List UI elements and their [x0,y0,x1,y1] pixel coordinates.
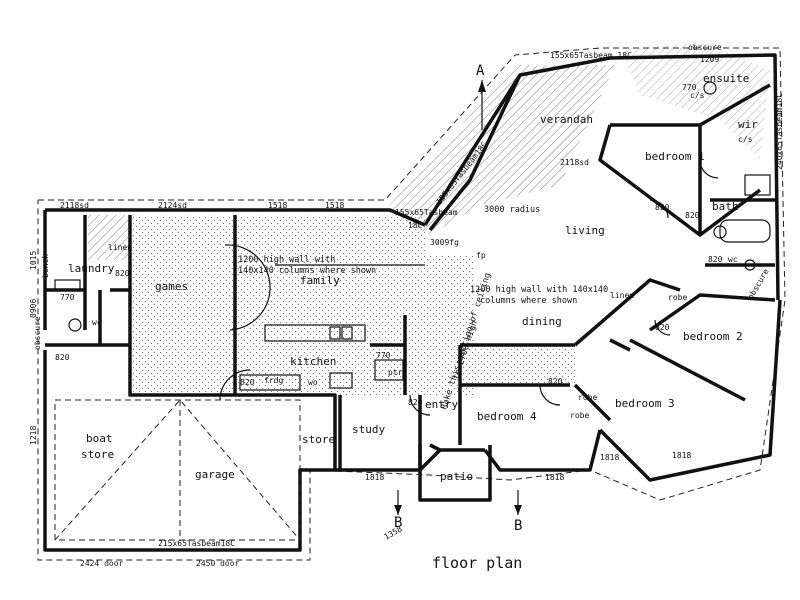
note-beam-right: 240x65Tasbeam18C [775,93,784,170]
dim-820-a: 820 [55,353,70,362]
dim-820-f: 820 [655,203,670,212]
label-cs-2: c/s [738,135,753,144]
dim-1818-d: 1818 [672,451,691,460]
room-bedroom-3: bedroom 3 [615,397,675,410]
note-beam-18c: 18C [408,221,423,230]
dim-770-b: 770 [376,351,391,360]
room-entry: entry [425,398,458,411]
dim-820-c: 820 [240,378,255,387]
room-bedroom-1: bedroom 1 [645,150,705,163]
floor-finish-zones [88,42,770,395]
room-patio: patio [440,470,473,483]
room-laundry: laundry [68,262,115,275]
label-fridge: frdg [264,376,283,385]
section-marker-b-left: B [394,515,402,531]
external-walls [43,53,782,552]
dim-2118sd-2: 2118sd [560,158,589,167]
label-fp: fp [476,251,486,260]
label-wc-2: wc [728,255,738,264]
dim-770-a: 770 [60,293,75,302]
note-wall-dining-1: 1200 high wall with 140x140 [470,285,608,295]
note-obscure-1: obscure [688,43,722,52]
room-bedroom-2: bedroom 2 [683,330,743,343]
label-robe-3: robe [570,411,589,420]
label-linen-2: linen [610,291,634,300]
room-wir: wir [738,118,758,131]
room-store: store [302,433,335,446]
dim-820-b: 820 [115,269,130,278]
room-ensuite: ensuite [703,72,749,85]
note-wall-dining-2: columns where shown [480,296,577,306]
label-wc: wc [92,318,102,327]
dim-820-i: 820 [685,211,700,220]
note-obscure-2: obscure [33,316,42,350]
door-swings [219,159,719,416]
dim-1818-a: 1818 [365,473,384,482]
section-marker-a: A [476,63,485,79]
section-markers: A B B [394,63,522,534]
note-obscure-3: obscure [746,267,771,301]
note-beam-top: 155x65Tasbeam 18C [550,51,632,60]
dim-1818-c: 1818 [600,453,619,462]
note-wall-family-1: 1200 high wall with [238,255,335,265]
label-robe-2: robe [578,393,597,402]
room-boat-store-line-2: store [81,448,114,461]
room-family: family [300,274,340,287]
dim-2450-door: 2450 door [196,559,240,568]
label-cs: c/s [690,91,705,100]
dim-2424-door: 2424 door [80,559,124,568]
note-radius: 3000 radius [484,205,540,215]
room-games: games [155,280,188,293]
fixtures [54,81,771,391]
drawing-title: floor plan [432,554,522,572]
label-pantry: ptry [388,368,407,377]
room-labels: verandah bedroom 1 ensuite wir bath livi… [41,72,758,483]
room-dining: dining [522,315,562,328]
dim-820-h: 820 [655,323,670,332]
note-wall-family-2: 140x140 columns where shown [238,266,376,276]
dim-2124sd: 2124sd [158,201,187,210]
dim-1518-a: 1518 [268,201,287,210]
label-robe-1: robe [668,293,687,302]
dim-770-c: 770 [682,83,697,92]
dim-3009fg: 3009fg [430,238,459,247]
dim-1218: 1218 [29,426,38,445]
room-boat-store-line-1: boat [86,432,113,445]
dim-1818-b: 1818 [545,473,564,482]
internal-walls [45,83,776,502]
room-bath: bath [712,200,739,213]
dim-820-d: 820 [408,398,423,407]
dim-1015: 1015 [29,251,38,270]
note-beam-garage: 215x65Tasbeam18C [158,539,235,548]
room-bedroom-4: bedroom 4 [477,410,537,423]
section-marker-b-right: B [514,518,522,534]
eave-line [37,47,786,561]
dim-820-e: 820 [548,377,563,386]
room-study: study [352,423,385,436]
garage-roof [54,399,301,541]
room-living: living [565,224,605,237]
dim-2118sd: 2118sd [60,201,89,210]
dim-0906: 0906 [29,299,38,318]
label-linen: linen [108,243,132,252]
room-kitchen: kitchen [290,355,336,368]
note-beam-mid: 155x65Tasbeam [395,208,458,217]
dim-1518-b: 1518 [325,201,344,210]
label-wo: wo [308,378,318,387]
label-bench: bench [41,254,50,278]
dim-1209: 1209 [700,55,719,64]
room-verandah: verandah [540,113,593,126]
room-garage: garage [195,468,235,481]
dim-820-g: 820 [708,255,723,264]
